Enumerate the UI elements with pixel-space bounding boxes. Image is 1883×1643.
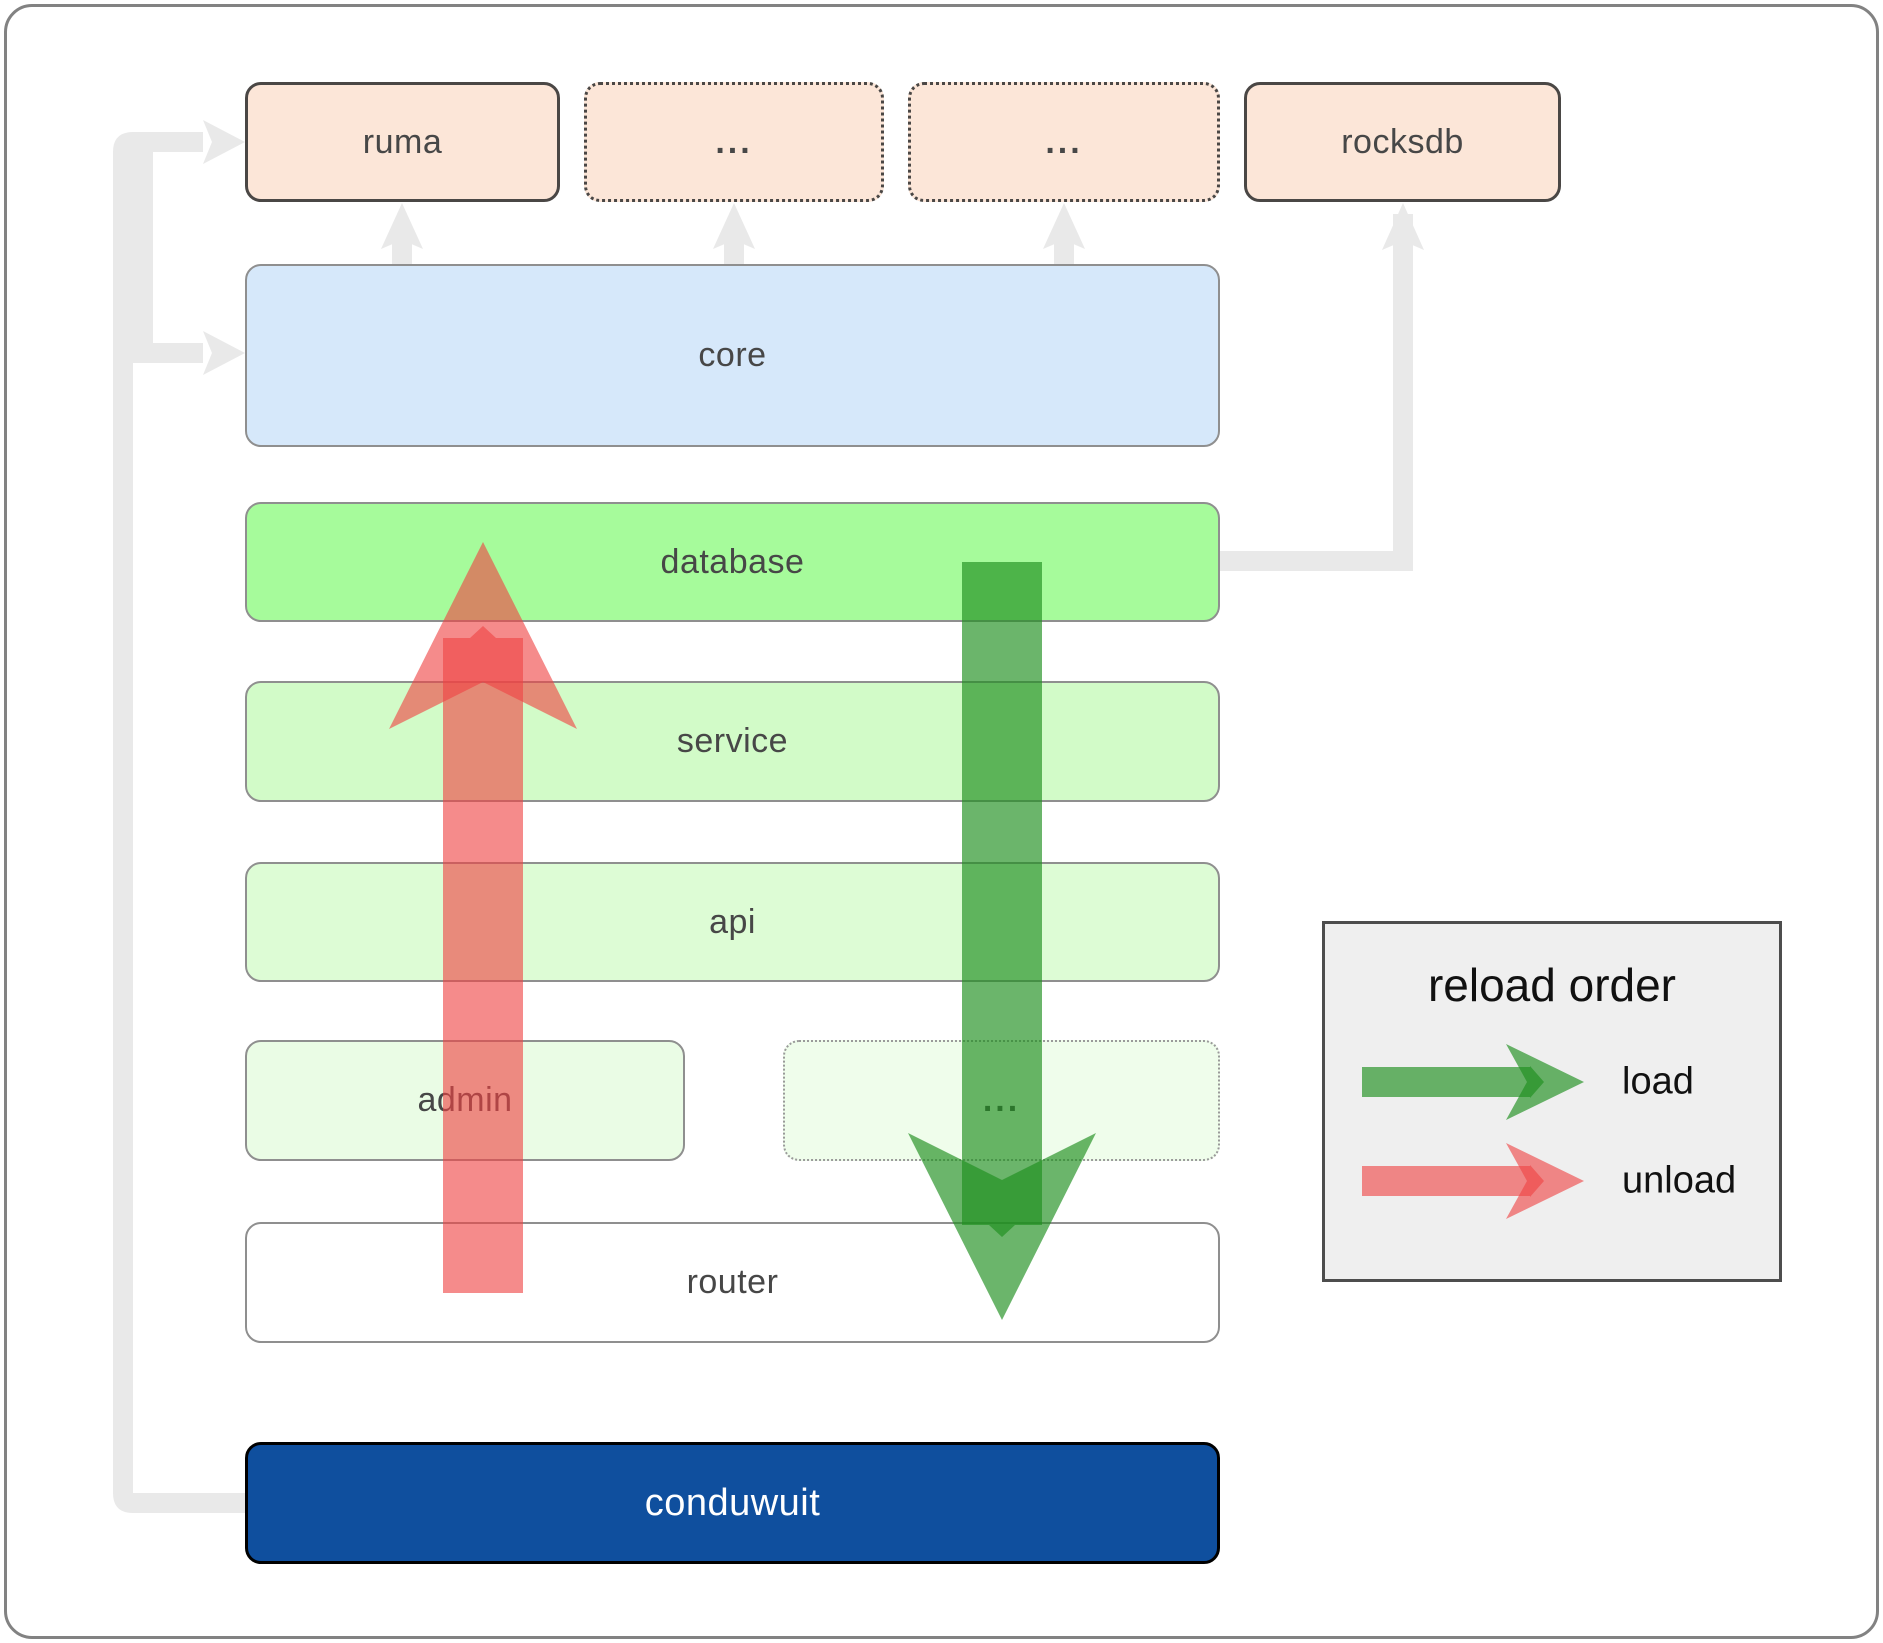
node-api: api	[245, 862, 1220, 982]
node-service-label: service	[676, 722, 789, 760]
edge-conduwuit-to-ruma	[113, 132, 245, 1513]
legend-unload-label: unload	[1622, 1159, 1737, 1202]
node-admin: admin	[245, 1040, 685, 1161]
edge-core-to-ext2-shaft	[1054, 240, 1074, 264]
edge-core-to-ext1-shaft	[724, 240, 744, 264]
node-ext2-label: ...	[1045, 122, 1083, 161]
node-service: service	[245, 681, 1220, 802]
edge-core-to-ext1-arrowhead	[713, 203, 755, 249]
node-rocksdb: rocksdb	[1244, 82, 1561, 202]
node-ext1-label: ...	[715, 122, 753, 161]
edge-conduwuit-to-core-vertical	[133, 152, 153, 363]
node-ruma: ruma	[245, 82, 560, 202]
edge-database-to-rocksdb-corner	[1393, 551, 1413, 571]
legend-load-label: load	[1622, 1060, 1694, 1103]
node-database-label: database	[660, 542, 805, 581]
node-core: core	[245, 264, 1220, 447]
edge-core-to-ruma-shaft	[392, 240, 412, 264]
node-database: database	[245, 502, 1220, 622]
node-ext1: ...	[584, 82, 884, 202]
edge-core-to-ruma-arrowhead	[381, 203, 423, 249]
edge-database-to-rocksdb	[1220, 214, 1413, 571]
legend-title: reload order	[1427, 959, 1677, 1011]
edge-conduwuit-to-core-arrowhead	[203, 331, 245, 375]
edge-conduwuit-to-ruma-arrowhead	[203, 120, 245, 164]
edge-core-to-ext2-arrowhead	[1043, 203, 1085, 249]
node-more-services: ...	[783, 1040, 1220, 1161]
node-rocksdb-label: rocksdb	[1341, 122, 1464, 161]
edge-conduwuit-to-core-horizontal	[133, 343, 203, 363]
node-conduwuit-label: conduwuit	[644, 1481, 821, 1524]
edge-database-to-rocksdb-arrowhead	[1382, 203, 1424, 250]
node-admin-label: admin	[417, 1081, 513, 1119]
node-more-services-label: ...	[982, 1081, 1021, 1119]
node-api-label: api	[709, 902, 756, 941]
page-border	[4, 4, 1879, 1639]
node-ext2: ...	[908, 82, 1220, 202]
node-router-label: router	[686, 1263, 779, 1301]
node-core-label: core	[698, 336, 767, 374]
node-ruma-label: ruma	[362, 122, 443, 161]
node-router: router	[245, 1222, 1220, 1343]
node-conduwuit: conduwuit	[245, 1442, 1220, 1564]
